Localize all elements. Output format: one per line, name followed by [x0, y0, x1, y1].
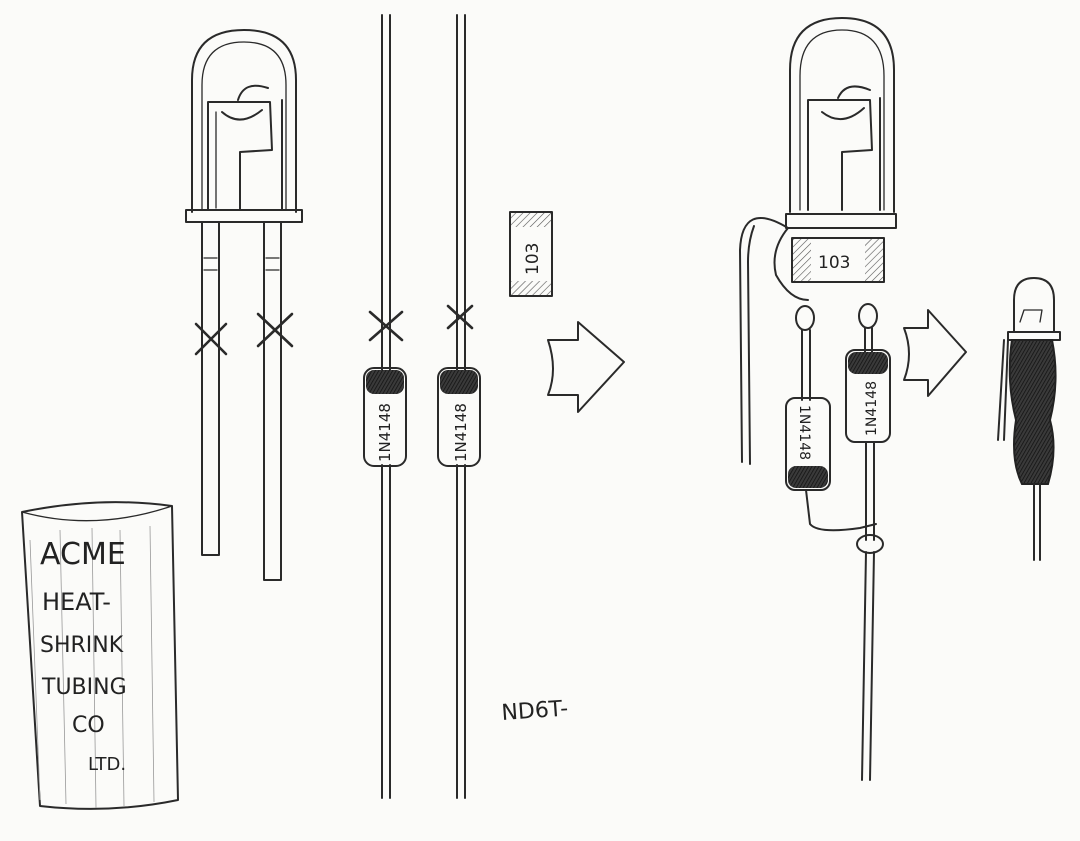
tube-label-line: HEAT-	[42, 588, 111, 616]
diode-marking: 1N4148	[864, 381, 880, 436]
diode-marking: 1N4148	[376, 403, 394, 462]
tube-label-line: LTD.	[88, 754, 126, 775]
finished-led	[997, 277, 1061, 561]
cut-mark-icon	[194, 322, 228, 356]
diode-component: 1N4148	[437, 14, 481, 799]
signature: ND6T-	[501, 696, 569, 726]
tube-label-line: SHRINK	[40, 633, 124, 658]
cut-mark-icon	[446, 304, 474, 330]
cut-mark-icon	[368, 310, 404, 342]
heat-shrink-package: ACME HEAT- SHRINK TUBING CO LTD.	[21, 501, 179, 810]
cut-mark-icon	[256, 312, 294, 348]
diode-marking: 1N4148	[796, 405, 812, 460]
assembled-led: 103 1N4148 1N4148	[739, 17, 897, 781]
smd-resistor: 103	[509, 211, 553, 297]
arrow-right-icon	[547, 321, 625, 413]
tube-label-line: TUBING	[41, 675, 127, 700]
resistor-code: 103	[523, 243, 543, 275]
arrow-right-icon	[903, 309, 967, 397]
tube-label-line: ACME	[40, 537, 126, 572]
resistor-code: 103	[818, 253, 850, 273]
diode-marking: 1N4148	[452, 403, 470, 462]
tube-label: ACME HEAT- SHRINK TUBING CO LTD.	[40, 537, 127, 775]
led-component	[185, 29, 303, 581]
tube-label-line: CO	[72, 713, 105, 738]
diode-component: 1N4148	[363, 14, 407, 799]
